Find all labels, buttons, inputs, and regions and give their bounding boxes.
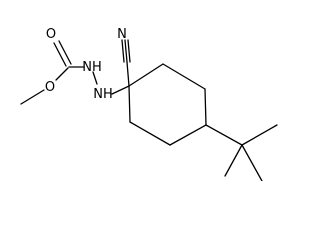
nitrile-triple-bond-b: [124, 39, 128, 63]
ester-oxygen-carbonyl-bond: [55, 67, 69, 81]
chemical-structure: O O NH NH N: [20, 27, 278, 181]
tbutyl-methyl-bond-3: [224, 144, 243, 177]
carbonyl-double-bond-b: [58, 40, 72, 65]
nitrile-single-bond: [126, 61, 130, 87]
n-n-bond: [92, 71, 98, 85]
nh-quaternary-carbon-bond: [111, 85, 130, 95]
ring-bond-5: [129, 121, 171, 146]
nh-upper-label: NH: [82, 60, 102, 75]
nh-lower-label: NH: [93, 87, 113, 102]
ring-tbutyl-bond: [205, 124, 243, 146]
carbonyl-oxygen-label: O: [46, 27, 56, 42]
tbutyl-methyl-bond-2: [241, 144, 263, 181]
ring-bond-4: [169, 124, 207, 146]
methyl-ester-bond: [20, 89, 45, 105]
ester-oxygen-label: O: [45, 80, 55, 95]
ring-bond-1: [128, 63, 164, 87]
ring-bond-6: [128, 85, 131, 123]
ring-bond-3: [204, 88, 207, 126]
nitrile-triple-bond-c: [127, 39, 131, 63]
nitrile-nitrogen-label: N: [117, 27, 127, 42]
ring-bond-2: [162, 63, 206, 90]
tbutyl-methyl-bond-1: [241, 124, 278, 146]
carbonyl-double-bond-a: [53, 42, 67, 67]
nitrile-triple-bond-a: [121, 39, 125, 63]
